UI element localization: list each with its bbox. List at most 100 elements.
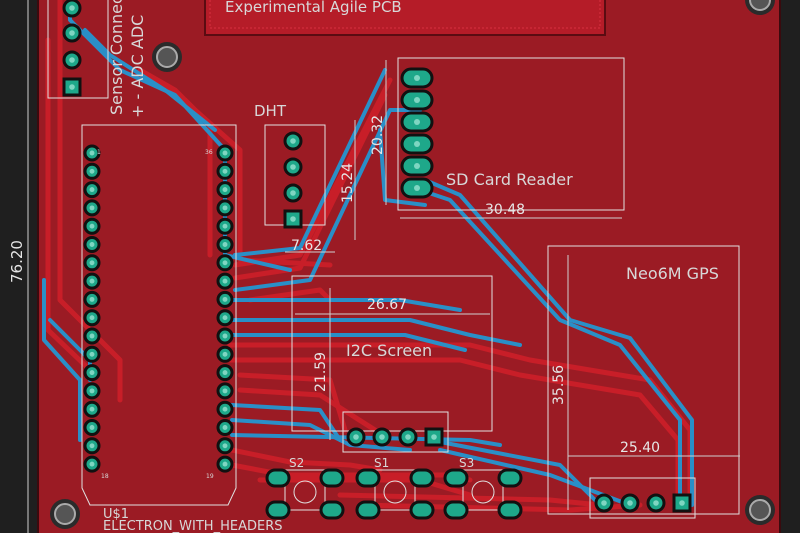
sd-card-pin-drill: [414, 75, 420, 81]
sd-card-pin-drill: [414, 119, 420, 125]
electron-left-pin-drill: [89, 296, 95, 302]
sd-card-label: SD Card Reader: [446, 170, 573, 189]
gps-pin-drill: [601, 500, 607, 506]
electron-right-pin-drill: [222, 351, 228, 357]
adc-label: + - ADC ADC: [128, 15, 147, 118]
switch-s3-pad[interactable]: [443, 468, 469, 488]
dim-gps-height: 35.56: [551, 365, 567, 405]
switch-s1-pad[interactable]: [355, 468, 381, 488]
sd-card-pin-drill: [414, 97, 420, 103]
dim-i2c-width: 26.67: [367, 297, 407, 313]
dht-pin-drill: [290, 190, 296, 196]
switch-label-s3: S3: [459, 456, 474, 470]
electron-left-pin-drill: [89, 461, 95, 467]
electron-right-pin-drill: [222, 187, 228, 193]
pin-label-36: 36: [205, 149, 213, 156]
electron-left-pin-drill: [89, 388, 95, 394]
electron-right-pin-drill: [222, 315, 228, 321]
dim-dht-height: 15.24: [340, 163, 356, 203]
switch-label-s2: S2: [289, 456, 304, 470]
electron-left-pin-drill: [89, 443, 95, 449]
switch-s2-pad[interactable]: [319, 500, 345, 520]
switch-s1-actuator[interactable]: [383, 480, 407, 504]
mounting-holes: [50, 0, 775, 529]
electron-left-pin-drill: [89, 315, 95, 321]
electron-right-pin-drill: [222, 406, 228, 412]
switch-label-s1: S1: [374, 456, 389, 470]
switch-s1-pad[interactable]: [355, 500, 381, 520]
dim-i2c-height: 21.59: [313, 352, 329, 392]
dht-pin-square-drill: [290, 216, 296, 222]
gps-label: Neo6M GPS: [626, 264, 719, 283]
dimension-lines: [27, 0, 740, 533]
switch-s1-pad[interactable]: [409, 500, 435, 520]
switch-s3-actuator[interactable]: [471, 480, 495, 504]
sensor-pin-drill: [69, 5, 75, 11]
electron-right-pin-drill: [222, 388, 228, 394]
switch-s3-pad[interactable]: [443, 500, 469, 520]
electron-left-pin-drill: [89, 205, 95, 211]
electron-right-pin-drill: [222, 370, 228, 376]
switch-s2-actuator[interactable]: [293, 480, 317, 504]
gps-pin-drill: [627, 500, 633, 506]
gps-pin-square-drill: [679, 500, 685, 506]
switch-s2-pad[interactable]: [265, 468, 291, 488]
electron-left-pin-drill: [89, 278, 95, 284]
switch-s3-body[interactable]: [462, 469, 504, 511]
sensor-pin-drill: [69, 57, 75, 63]
dim-board-height: 76.20: [8, 240, 26, 283]
pin-label-18: 18: [101, 473, 109, 480]
electron-right-pin-drill: [222, 223, 228, 229]
dht-label: DHT: [254, 102, 287, 120]
electron-left-pin-drill: [89, 425, 95, 430]
sensor-connector-label: Sensor Connec: [107, 0, 126, 115]
u1-label: U$1: [103, 507, 129, 522]
component-pads[interactable]: [62, 0, 692, 520]
electron-right-pin-drill: [222, 333, 228, 339]
i2c-screen-label: I2C Screen: [346, 341, 432, 360]
dim-sd-height: 20.32: [370, 115, 386, 155]
switch-s3-pad[interactable]: [497, 500, 523, 520]
pin-label-19: 19: [206, 473, 214, 480]
sd-card-pin-drill: [414, 185, 420, 191]
i2c-pin-square-drill: [431, 434, 437, 440]
electron-left-pin-drill: [89, 406, 95, 412]
electron-right-pin-drill: [222, 150, 228, 156]
electron-left-pin-drill: [89, 351, 95, 357]
lcd-area: [204, 0, 606, 36]
switch-s2-body[interactable]: [284, 469, 326, 511]
electron-left-pin-drill: [89, 333, 95, 339]
dim-dht-width: 7.62: [291, 238, 322, 254]
dim-gps-width: 25.40: [620, 440, 660, 456]
sd-card-pin-drill: [414, 163, 420, 169]
i2c-pin-drill: [405, 434, 411, 440]
i2c-pin-drill: [379, 434, 385, 440]
electron-right-pin-drill: [222, 168, 228, 174]
electron-right-pin-drill: [222, 278, 228, 284]
electron-left-pin-drill: [89, 187, 95, 193]
switch-s2-pad[interactable]: [319, 468, 345, 488]
dht-pin-drill: [290, 164, 296, 170]
electron-right-pin-drill: [222, 425, 228, 430]
electron-left-pin-drill: [89, 242, 95, 247]
dht-pin-drill: [290, 138, 296, 144]
switch-s2-pad[interactable]: [265, 500, 291, 520]
i2c-pin-drill: [353, 434, 359, 440]
switch-s3-pad[interactable]: [497, 468, 523, 488]
electron-right-pin-drill: [222, 296, 228, 302]
sensor-pin-drill: [69, 30, 75, 36]
sensor-pin-square-drill: [69, 84, 75, 90]
electron-left-pin-drill: [89, 370, 95, 376]
electron-right-pin-drill: [222, 242, 228, 247]
sd-card-pin-drill: [414, 141, 420, 147]
electron-left-pin-drill: [89, 223, 95, 229]
switch-s1-body[interactable]: [374, 469, 416, 511]
pin-label-1: 1: [97, 149, 101, 156]
dim-sd-width: 30.48: [485, 202, 525, 218]
electron-left-pin-drill: [89, 260, 95, 266]
electron-left-pin-drill: [89, 150, 95, 156]
electron-right-pin-drill: [222, 443, 228, 449]
switch-s1-pad[interactable]: [409, 468, 435, 488]
